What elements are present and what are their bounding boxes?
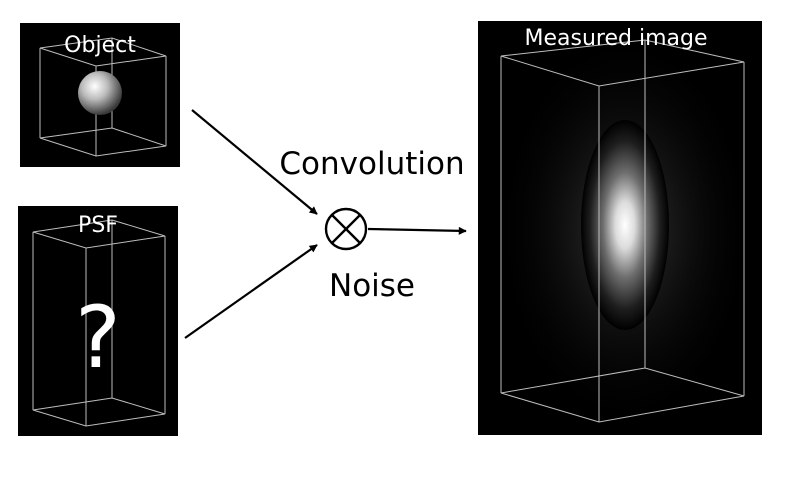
noise-label: Noise (329, 268, 415, 304)
psf-panel-background (18, 206, 178, 436)
psf-panel: PSF ? (18, 206, 178, 436)
measured-panel: Measured image (478, 21, 762, 435)
circle-times-icon (324, 207, 368, 251)
question-mark-icon: ? (75, 288, 121, 388)
blurred-object (581, 120, 669, 330)
arrow-operator-to-measured (367, 226, 467, 235)
measured-bounding-box (500, 39, 745, 423)
object-panel: Object (20, 23, 180, 167)
psf-bounding-box (32, 219, 166, 427)
arrow-psf-to-operator (184, 244, 318, 339)
sphere-object (78, 71, 122, 115)
measured-label: Measured image (525, 26, 708, 51)
arrow-object-to-operator (191, 109, 318, 215)
object-label: Object (64, 33, 136, 58)
psf-label: PSF (78, 213, 118, 238)
convolution-label: Convolution (279, 146, 464, 182)
